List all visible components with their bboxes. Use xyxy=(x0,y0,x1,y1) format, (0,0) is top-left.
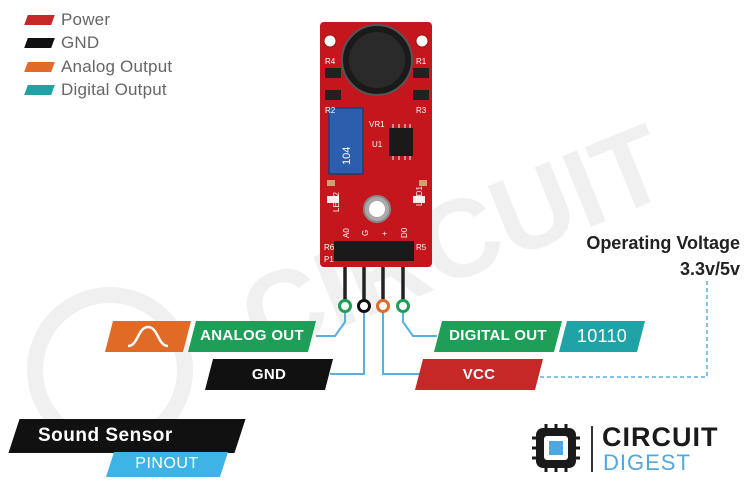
vcc-pill xyxy=(415,359,543,390)
label-r2: R2 xyxy=(325,106,336,115)
vcc-label: VCC xyxy=(462,366,496,383)
digital-out-pill xyxy=(434,321,562,352)
brand-divider xyxy=(591,426,593,472)
resistor xyxy=(413,90,429,100)
pin-ring-analog xyxy=(338,299,352,313)
voltage-dashed-line xyxy=(540,280,708,378)
resistor xyxy=(325,90,341,100)
label-g: G xyxy=(361,230,370,236)
silkscreen: R4 R1 R2 R3 VR1 U1 R6 P1 R5 xyxy=(324,57,427,264)
pin-rings xyxy=(338,299,410,313)
legend-label: Power xyxy=(61,9,111,29)
smd-part xyxy=(419,180,427,186)
digital-value-tag xyxy=(559,321,645,352)
operating-voltage-title: Operating Voltage xyxy=(586,233,740,253)
led-indicator xyxy=(327,196,339,203)
legend-item-digital-output: Digital Output xyxy=(24,79,172,103)
legend-label: GND xyxy=(61,33,100,53)
legend-label: Digital Output xyxy=(61,80,167,100)
sine-wave-icon xyxy=(127,325,169,348)
operating-voltage: Operating Voltage 3.3v/5v xyxy=(586,230,740,282)
legend-item-power: Power xyxy=(24,8,172,32)
mount-hole-center xyxy=(369,201,385,217)
microphone-mesh xyxy=(349,32,405,88)
label-r6: R6 xyxy=(324,243,335,252)
brand-chip-icon xyxy=(532,424,580,472)
wire-vcc xyxy=(382,312,420,375)
pin-ring-digital xyxy=(396,299,410,313)
label-d0: D0 xyxy=(400,227,409,238)
label-r5: R5 xyxy=(416,243,427,252)
wire-analog xyxy=(316,312,346,337)
legend-swatch-power xyxy=(24,14,55,25)
page-title: Sound Sensor xyxy=(38,425,173,446)
label-led2: LED2 xyxy=(332,191,341,212)
page-subtitle: PINOUT xyxy=(135,455,199,472)
label-p1: P1 xyxy=(324,255,334,264)
gnd-pill xyxy=(205,359,333,390)
legend-swatch-gnd xyxy=(24,38,55,49)
legend-swatch-digital xyxy=(24,85,55,96)
chip-pins xyxy=(392,124,411,160)
operating-voltage-value: 3.3v/5v xyxy=(679,259,740,279)
label-led1: LED1 xyxy=(415,185,424,206)
legend-label: Analog Output xyxy=(61,56,173,76)
digital-value-label: 10110 xyxy=(576,326,628,346)
wire-gnd xyxy=(330,312,365,375)
pin-header xyxy=(334,241,414,261)
resistor xyxy=(413,68,429,78)
analog-signal-tag xyxy=(105,321,191,352)
legend-item-analog-output: Analog Output xyxy=(24,55,173,79)
brand-name-primary: CIRCUIT xyxy=(602,422,719,452)
smd-part xyxy=(327,180,335,186)
resistor xyxy=(325,68,341,78)
legend-item-gnd: GND xyxy=(24,32,172,56)
analog-out-pill xyxy=(188,321,316,352)
pin-ring-gnd xyxy=(357,299,371,313)
pin-ring-vcc xyxy=(376,299,390,313)
comparator-chip xyxy=(389,128,413,156)
label-pot-value: 104 xyxy=(341,147,353,165)
mount-hole xyxy=(323,34,337,48)
label-vr1: VR1 xyxy=(369,120,385,129)
label-r3: R3 xyxy=(416,106,427,115)
legend: Power GND Analog Output Digital Output xyxy=(24,8,173,103)
silkscreen-rotated: 104 LED2 LED1 A0 G + D0 xyxy=(332,147,424,238)
pin-legs xyxy=(343,262,405,301)
digital-out-label: DIGITAL OUT xyxy=(449,327,547,344)
wire-digital xyxy=(402,312,437,337)
brand-name-secondary: DIGEST xyxy=(603,450,691,475)
led-indicator xyxy=(413,196,425,203)
label-plus: + xyxy=(380,231,389,236)
mount-hole xyxy=(415,34,429,48)
label-r4: R4 xyxy=(325,57,336,66)
brand-logo: CIRCUIT DIGEST xyxy=(528,420,743,476)
potentiometer xyxy=(328,107,364,175)
label-a0: A0 xyxy=(342,228,351,238)
label-u1: U1 xyxy=(372,140,383,149)
gnd-label: GND xyxy=(251,366,287,383)
legend-swatch-analog xyxy=(24,61,55,72)
pin-wires xyxy=(316,312,437,375)
analog-out-label: ANALOG OUT xyxy=(200,327,304,344)
sensor-board: R4 R1 R2 R3 VR1 U1 R6 P1 R5 104 LED2 LED… xyxy=(320,22,432,267)
label-r1: R1 xyxy=(416,57,427,66)
